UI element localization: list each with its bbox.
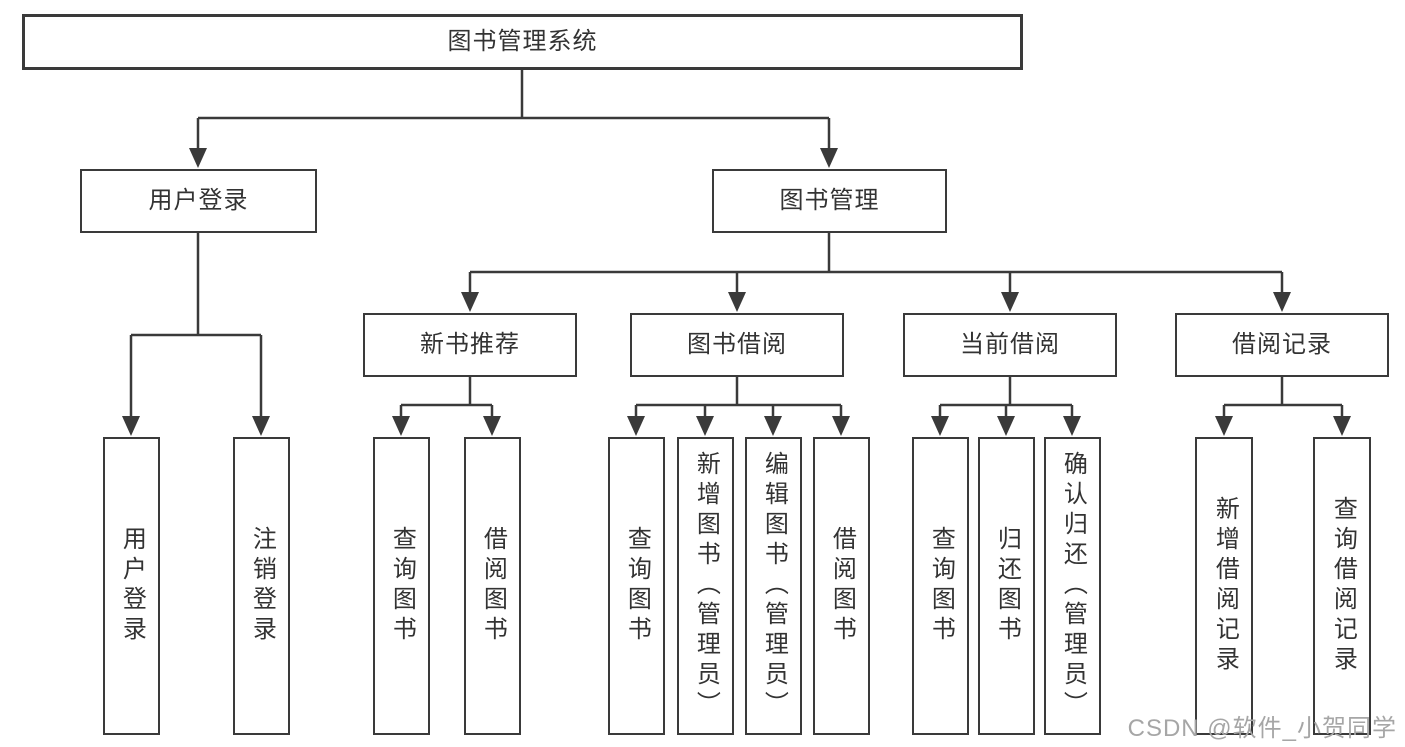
leaf-borrow-edit-books-admin: 编辑图书（管理员） — [744, 437, 802, 735]
node-borrow-records: 借阅记录 — [1175, 313, 1389, 377]
leaf-logout-login: 注销登录 — [232, 437, 290, 735]
node-book-management: 图书管理 — [712, 169, 947, 233]
leaf-current-query-books: 查询图书 — [911, 437, 969, 735]
leaf-recommend-borrow-books: 借阅图书 — [463, 437, 521, 735]
leaf-borrow-query-books: 查询图书 — [607, 437, 665, 735]
node-user-login: 用户登录 — [80, 169, 317, 233]
leaf-borrow-borrow-books: 借阅图书 — [812, 437, 870, 735]
leaf-borrow-add-books-admin: 新增图书（管理员） — [676, 437, 734, 735]
node-root-system: 图书管理系统 — [22, 14, 1023, 70]
leaf-records-query-borrow-record: 查询借阅记录 — [1313, 437, 1371, 735]
leaf-user-login: 用户登录 — [102, 437, 160, 735]
node-current-borrow: 当前借阅 — [903, 313, 1117, 377]
leaf-current-return-books: 归还图书 — [977, 437, 1035, 735]
leaf-records-add-borrow-record: 新增借阅记录 — [1195, 437, 1253, 735]
node-book-borrow: 图书借阅 — [630, 313, 844, 377]
leaf-current-confirm-return-admin: 确认归还（管理员） — [1043, 437, 1101, 735]
leaf-recommend-query-books: 查询图书 — [372, 437, 430, 735]
node-new-book-recommend: 新书推荐 — [363, 313, 577, 377]
